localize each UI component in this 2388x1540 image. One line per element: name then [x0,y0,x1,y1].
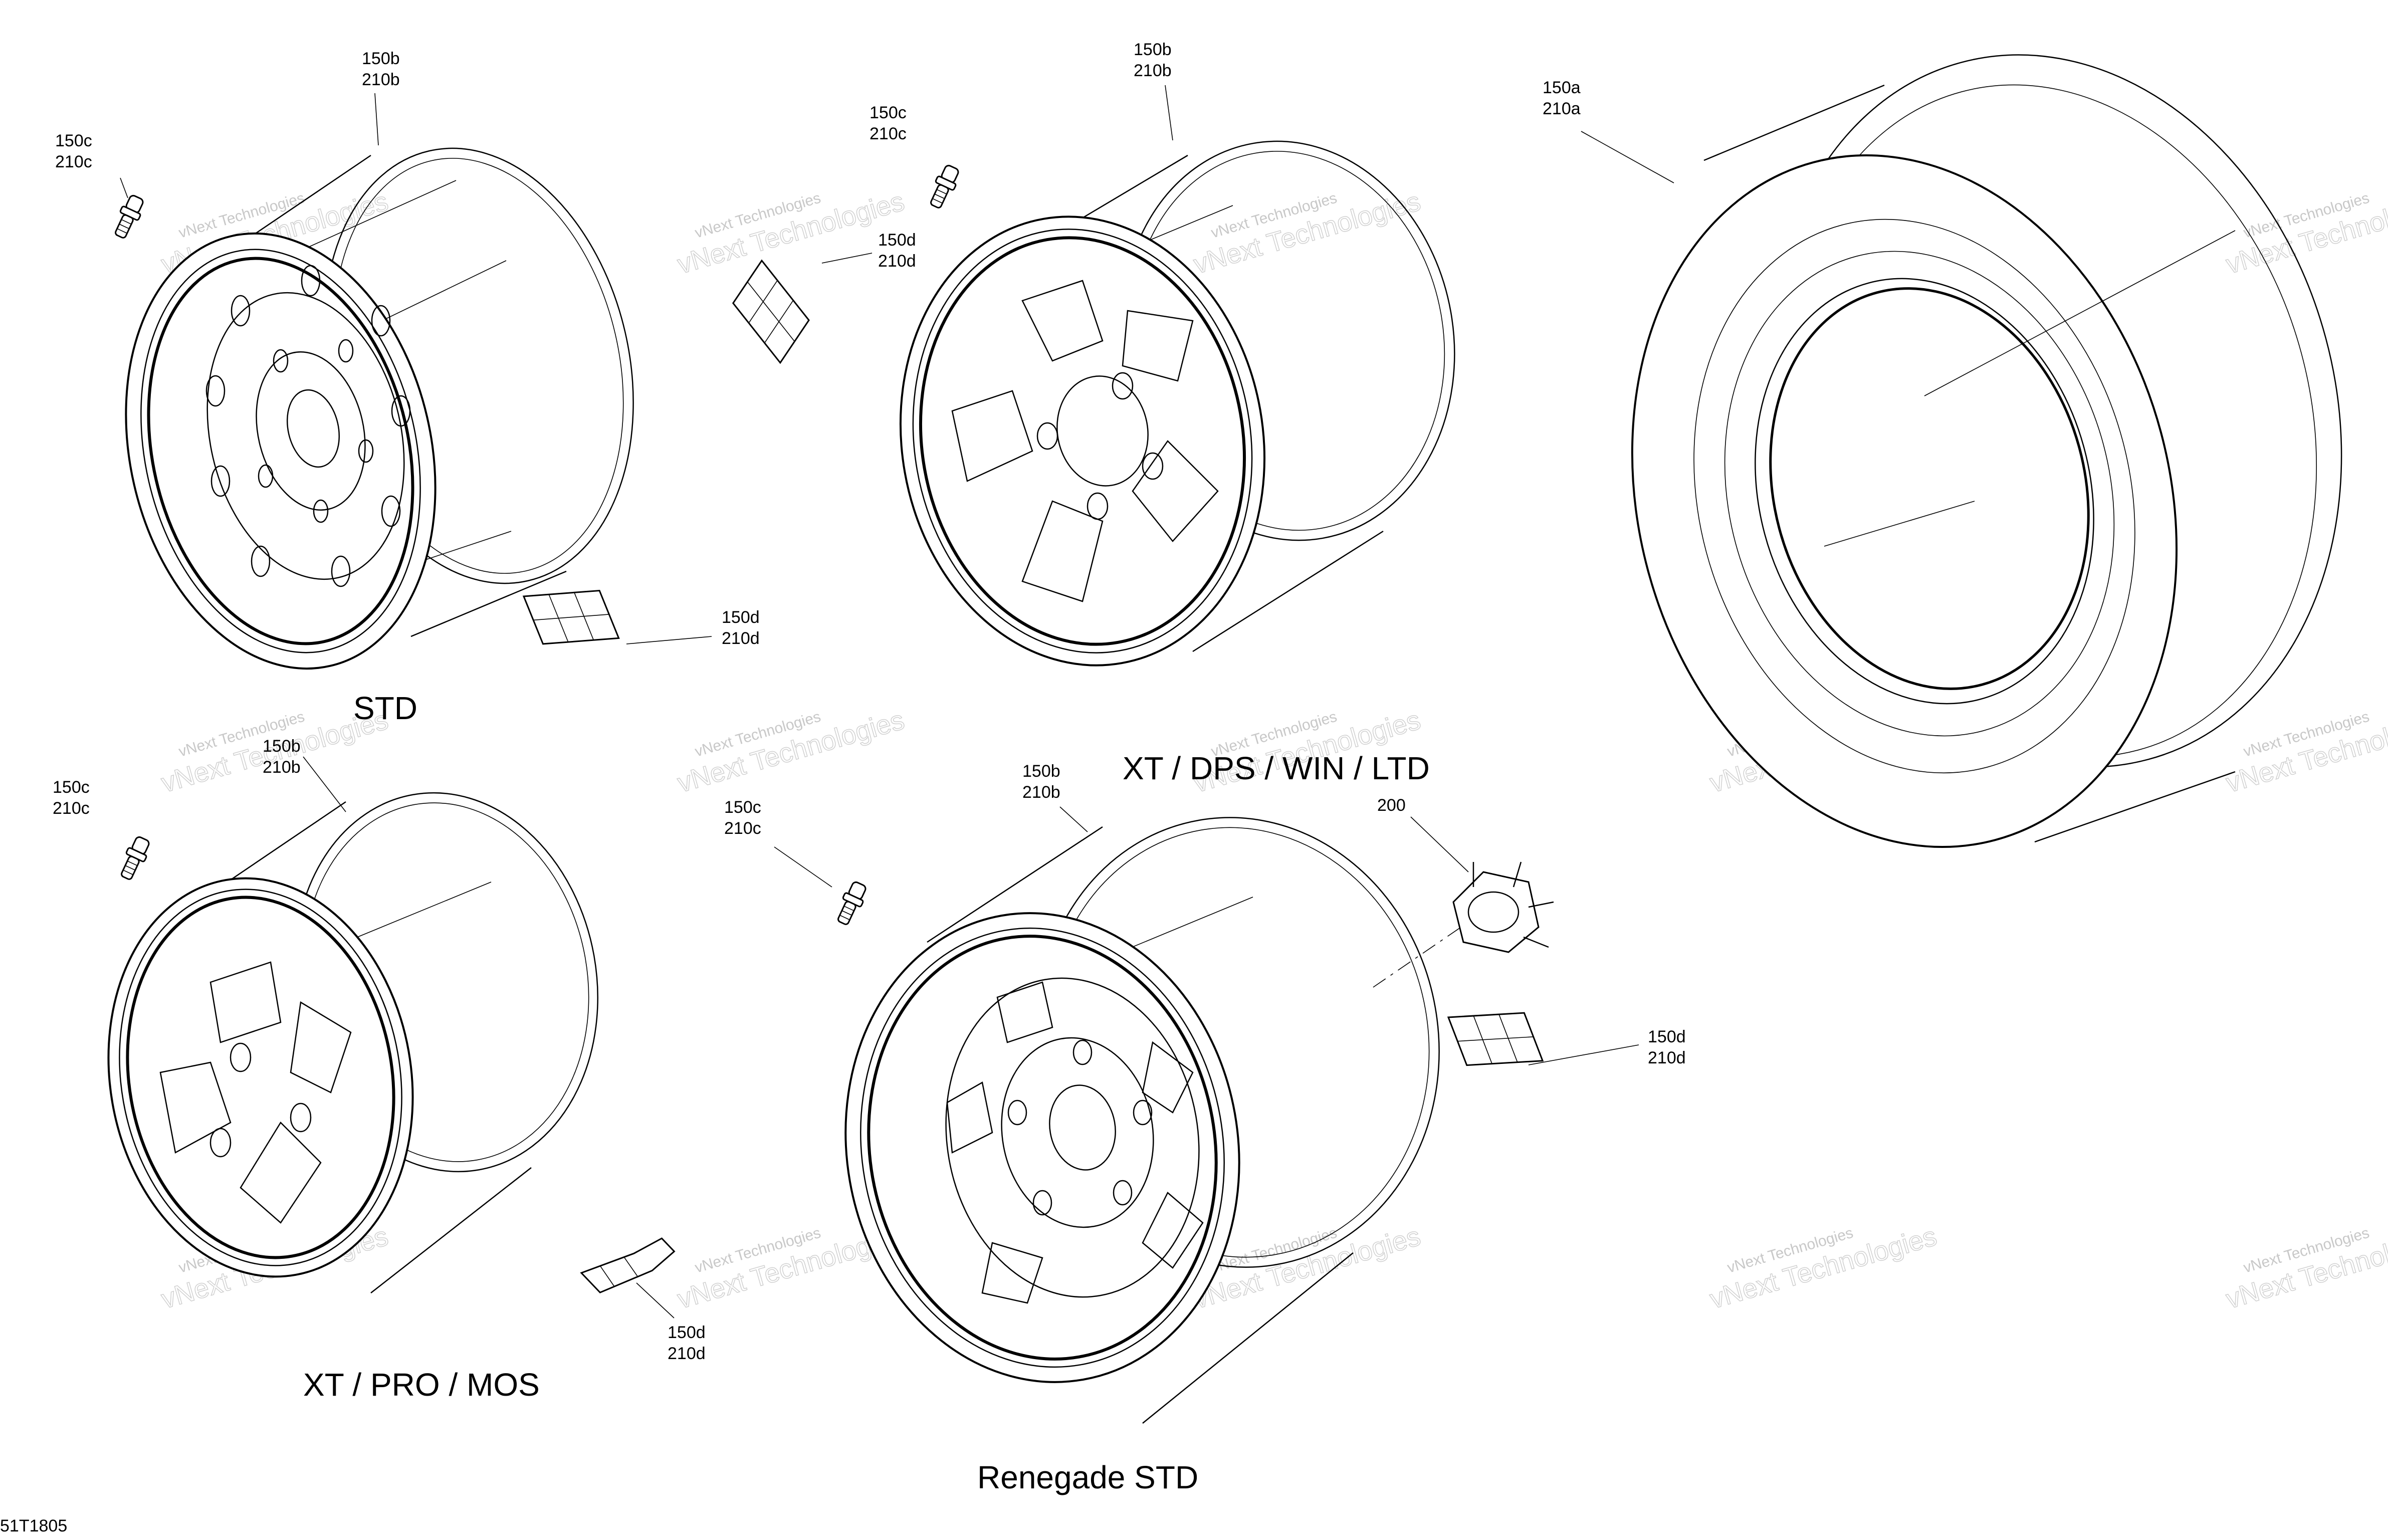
rim-std-drawing [125,147,634,670]
reference-code: 51T1805 [0,1516,67,1535]
leader-line [774,846,832,888]
callout-cap-renegade: 200 [1377,796,1406,815]
svg-text:210c: 210c [55,152,92,171]
watermark: vNext Technologies vNext Technologies [674,705,908,799]
model-title-std: STD [353,690,417,726]
svg-text:210c: 210c [53,799,90,818]
valve-stem-xt-pro [115,833,154,883]
wheel-cap-renegade [1452,861,1554,953]
leader-line [626,636,712,644]
svg-text:150c: 150c [55,131,92,150]
wheel-weight-renegade [1443,1005,1548,1073]
svg-text:150d: 150d [1648,1027,1686,1046]
tire-drawing [1631,54,2342,848]
svg-text:210b: 210b [362,70,400,89]
svg-text:150b: 150b [1022,762,1060,781]
leader-line [120,177,128,198]
callout-weight-xt-dps: 150d 210d [878,231,916,271]
tire-group: 150a 210a [1543,54,2342,848]
callout-tire: 150a 210a [1543,78,1581,118]
model-title-renegade-std: Renegade STD [977,1459,1198,1495]
callout-valve-renegade: 150c 210c [724,798,761,838]
watermark: vNext Technologies vNext Technologies [674,186,908,280]
leader-line [1528,1044,1639,1065]
wheel-xt-pro-mos-group: 150b 210b 150c 210c 150d 210d XT / PRO /… [53,737,706,1403]
wheel-weight-xt-dps [721,254,821,369]
svg-text:210a: 210a [1543,99,1581,118]
wheel-weight-std [520,584,623,650]
svg-text:150d: 150d [878,231,916,250]
svg-text:150d: 150d [668,1323,706,1342]
valve-stem-renegade [832,878,871,928]
valve-stem-std [109,192,148,242]
valve-stem-xt-dps [925,162,963,211]
svg-text:150b: 150b [263,737,301,756]
leader-line [374,93,379,146]
wheel-std-group: 150b 210b 150c 210c 150d 210d STD [55,49,760,726]
callout-valve-std: 150c 210c [55,131,92,171]
leader-line [1581,131,1674,183]
callout-weight-renegade: 150d 210d [1648,1027,1686,1067]
svg-text:210c: 210c [870,124,907,143]
watermark: vNext Technologies vNext Technologies [2222,1221,2388,1315]
svg-text:150c: 150c [724,798,761,817]
svg-text:150b: 150b [362,49,400,68]
leader-line [821,253,873,264]
rim-xt-pro-mos-drawing [107,792,598,1293]
leader-line [1165,85,1173,141]
rim-renegade-std-drawing [844,817,1469,1424]
watermark: vNext Technologies vNext Technologies [1190,186,1424,280]
watermark: vNext Technologies vNext Technologies [1706,1221,1940,1315]
wheel-xt-dps-win-ltd-group: 150b 210b 150c 210c 150d 210d XT / DPS /… [721,40,1455,786]
callout-weight-xt-pro: 150d 210d [668,1323,706,1363]
svg-text:150d: 150d [722,608,760,627]
watermark: vNext Technologies vNext Technologies [2222,705,2388,799]
leader-line [303,756,346,812]
svg-text:150a: 150a [1543,78,1581,97]
callout-rim-xt-dps: 150b 210b [1134,40,1172,80]
callout-rim-renegade: 150b 210b [1022,762,1060,802]
leader-line [1410,816,1469,872]
model-title-xt-pro-mos: XT / PRO / MOS [303,1367,540,1403]
svg-text:210d: 210d [878,252,916,271]
leader-line [636,1282,675,1318]
callout-valve-xt-dps: 150c 210c [870,103,907,143]
callout-weight-std: 150d 210d [722,608,760,648]
svg-text:150b: 150b [1134,40,1172,59]
svg-text:210c: 210c [724,819,761,838]
svg-text:210b: 210b [263,758,301,777]
callout-valve-xt-pro: 150c 210c [53,778,90,818]
svg-text:210d: 210d [668,1344,706,1363]
callout-rim-std: 150b 210b [362,49,400,89]
rim-xt-dps-win-ltd-drawing [899,140,1455,667]
wheel-weight-xt-pro [580,1237,676,1293]
svg-text:200: 200 [1377,796,1406,815]
model-title-xt-dps-win-ltd: XT / DPS / WIN / LTD [1123,750,1430,786]
svg-text:150c: 150c [870,103,907,122]
svg-text:210b: 210b [1134,61,1172,80]
leader-line [1059,806,1088,832]
svg-text:210d: 210d [1648,1048,1686,1067]
callout-rim-xt-pro: 150b 210b [263,737,301,777]
svg-text:210b: 210b [1022,783,1060,802]
wheel-renegade-std-group: 150b 210b 150c 210c 200 150d 210d Renega… [724,762,1686,1495]
svg-text:150c: 150c [53,778,90,797]
svg-text:210d: 210d [722,629,760,648]
